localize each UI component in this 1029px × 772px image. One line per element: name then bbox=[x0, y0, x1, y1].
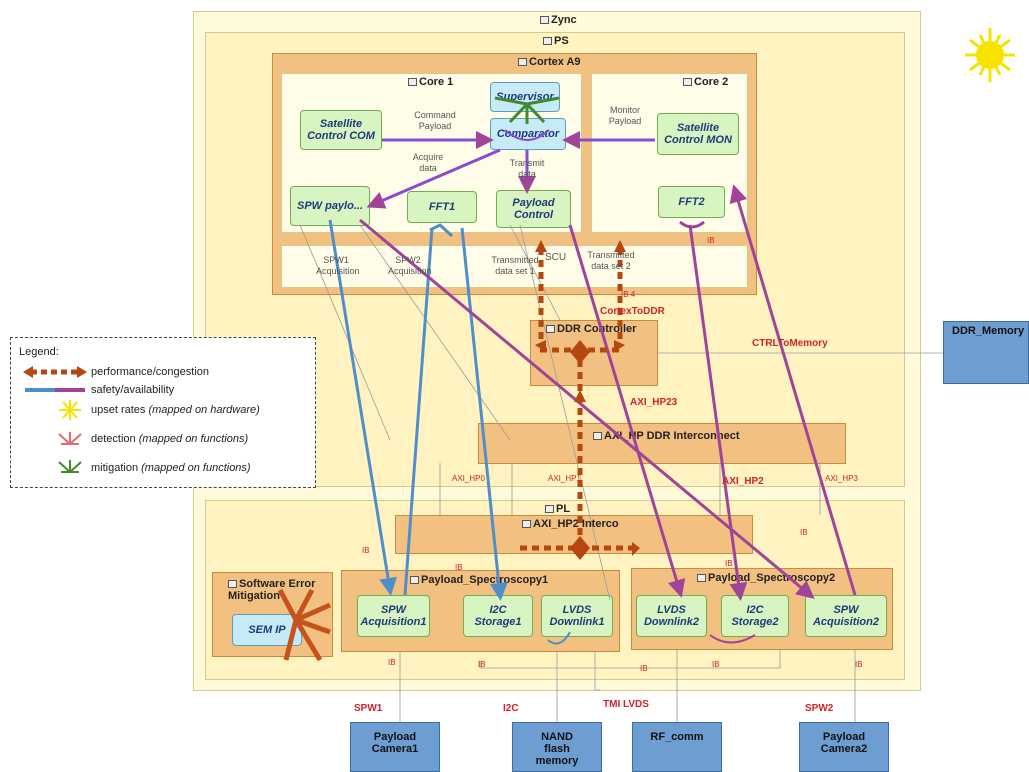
cortex-to-ddr-label: CortexToDDR bbox=[600, 306, 665, 317]
cortex-a9-label: Cortex A9 bbox=[518, 56, 581, 68]
ddr-controller-label: DDR Controller bbox=[546, 323, 636, 335]
pl-label: PL bbox=[545, 503, 570, 515]
ps-label: PS bbox=[543, 35, 569, 47]
legend-upset-row: upset rates (mapped on hardware) bbox=[91, 404, 260, 416]
spw-acquisition1-text: SPW Acquisition1 bbox=[360, 604, 427, 628]
flow-tds1: Transmitted data set 1 bbox=[491, 255, 539, 276]
zync-label: Zync bbox=[540, 14, 577, 26]
payload-camera2-text: Payload Camera2 bbox=[820, 731, 868, 755]
rf-comm-box[interactable]: RF_comm bbox=[632, 722, 722, 772]
axi-hp2-interco-label: AXI_HP2 Interco bbox=[522, 518, 619, 530]
satellite-control-mon-text: Satellite Control MON bbox=[664, 122, 732, 146]
ib-label-5: IB bbox=[388, 658, 396, 667]
legend-mitigation-row: mitigation (mapped on functions) bbox=[91, 462, 251, 474]
scu-label: SCU bbox=[545, 252, 567, 263]
payload-spectroscopy1-label: Payload_Spectroscopy1 bbox=[410, 574, 548, 586]
i2c-storage2-text: I2C Storage2 bbox=[731, 604, 779, 628]
ib-label-1: IB bbox=[362, 546, 370, 555]
spw1-label: SPW1 bbox=[354, 703, 383, 714]
fft2-text: FFT2 bbox=[678, 196, 705, 208]
scu-zone bbox=[281, 245, 748, 288]
sem-ip-box[interactable]: SEM IP bbox=[232, 614, 302, 646]
legend-detection-row: detection (mapped on functions) bbox=[91, 433, 248, 445]
i2c-label: I2C bbox=[503, 703, 519, 714]
fft1-text: FFT1 bbox=[428, 201, 456, 213]
ib-label-4: IB bbox=[800, 528, 808, 537]
legend-mitigation-note: (mapped on functions) bbox=[141, 462, 251, 474]
ib-label-7: IB bbox=[640, 664, 648, 673]
axi-hp1-label: AXI_HP1 bbox=[548, 474, 581, 483]
flow-spw2-acquisition: SPW2 Acquisition bbox=[388, 255, 432, 276]
payload-camera1-text: Payload Camera1 bbox=[371, 731, 419, 755]
comparator-box[interactable]: Comparator bbox=[490, 118, 566, 150]
legend-mitigation: mitigation bbox=[91, 462, 139, 474]
nand-flash-box[interactable]: NAND flash memory bbox=[512, 722, 602, 772]
ddr-memory-text: DDR_Memory bbox=[952, 325, 1025, 337]
axi-hp23-label: AXI_HP23 bbox=[630, 397, 678, 408]
ib-label-8: IB bbox=[712, 660, 720, 669]
flow-spw1-acquisition: SPW1 Acquisition bbox=[316, 255, 360, 276]
core1-label: Core 1 bbox=[408, 76, 453, 88]
ib-label-3: IB bbox=[725, 559, 733, 568]
legend-detection: detection bbox=[91, 433, 136, 445]
legend-title: Legend: bbox=[19, 346, 59, 358]
nand-flash-text: NAND flash memory bbox=[535, 731, 579, 767]
satellite-control-com-box[interactable]: Satellite Control COM bbox=[300, 110, 382, 150]
flow-monitor-payload: Monitor Payload bbox=[608, 105, 642, 126]
tmi-lvds-label: TMI LVDS bbox=[603, 699, 649, 710]
flow-transmit-data: Transmit data bbox=[509, 158, 545, 179]
sem-label: Software Error Mitigation bbox=[228, 578, 316, 602]
legend-perf: performance/congestion bbox=[91, 366, 210, 378]
axi-hp-ddr-interconnect[interactable] bbox=[478, 423, 846, 464]
rf-comm-text: RF_comm bbox=[650, 731, 704, 743]
ib4-label: IB 4 bbox=[621, 290, 636, 299]
fft2-box[interactable]: FFT2 bbox=[658, 186, 725, 218]
i2c-storage1-text: I2C Storage1 bbox=[474, 604, 522, 628]
axi-hp0-label: AXI_HP0 bbox=[452, 474, 485, 483]
comparator-text: Comparator bbox=[496, 128, 560, 140]
ib-label-9: IB bbox=[855, 660, 863, 669]
flow-command-payload: Command Payload bbox=[414, 110, 456, 131]
spw-acquisition1-box[interactable]: SPW Acquisition1 bbox=[357, 595, 430, 637]
spw2-label: SPW2 bbox=[805, 703, 834, 714]
satellite-control-com-text: Satellite Control COM bbox=[307, 118, 375, 142]
core2-label: Core 2 bbox=[683, 76, 728, 88]
sem-ip-text: SEM IP bbox=[248, 624, 286, 636]
axi-hp-ddr-label: AXI_HP DDR Interconnect bbox=[593, 430, 740, 442]
legend-upset: upset rates bbox=[91, 404, 146, 416]
ib-fft2-label: IB bbox=[707, 236, 715, 245]
legend: Legend: performance/congestion safety/av… bbox=[10, 337, 316, 488]
spw-acquisition2-box[interactable]: SPW Acquisition2 bbox=[805, 595, 887, 637]
spw-acquisition2-text: SPW Acquisition2 bbox=[812, 604, 879, 628]
ddr-memory-box[interactable]: DDR_Memory bbox=[943, 321, 1029, 384]
ib-label-2: IB bbox=[455, 563, 463, 572]
i2c-storage2-box[interactable]: I2C Storage2 bbox=[721, 595, 789, 637]
axi-hp2-label: AXI_HP2 bbox=[722, 476, 764, 487]
legend-safety: safety/availability bbox=[91, 384, 175, 396]
fft1-box[interactable]: FFT1 bbox=[407, 191, 477, 223]
ib-label-6: IB bbox=[478, 660, 486, 669]
spw-payload-text: SPW paylo... bbox=[296, 200, 363, 212]
satellite-control-mon-box[interactable]: Satellite Control MON bbox=[657, 113, 739, 155]
flow-acquire-data: Acquire data bbox=[412, 152, 444, 173]
lvds-downlink1-box[interactable]: LVDS Downlink1 bbox=[541, 595, 613, 637]
legend-detection-note: (mapped on functions) bbox=[138, 433, 249, 445]
lvds-downlink2-text: LVDS Downlink2 bbox=[643, 604, 699, 628]
payload-control-text: Payload Control bbox=[512, 197, 555, 221]
legend-upset-note: (mapped on hardware) bbox=[148, 404, 260, 416]
flow-tds2: Transmitted data set 2 bbox=[587, 250, 635, 271]
legend-swatches bbox=[23, 366, 87, 473]
payload-camera2-box[interactable]: Payload Camera2 bbox=[799, 722, 889, 772]
lvds-downlink1-text: LVDS Downlink1 bbox=[549, 604, 605, 628]
i2c-storage1-box[interactable]: I2C Storage1 bbox=[463, 595, 533, 637]
axi-hp3-label: AXI_HP3 bbox=[825, 474, 858, 483]
ctrl-to-memory-label: CTRLToMemory bbox=[752, 338, 828, 349]
